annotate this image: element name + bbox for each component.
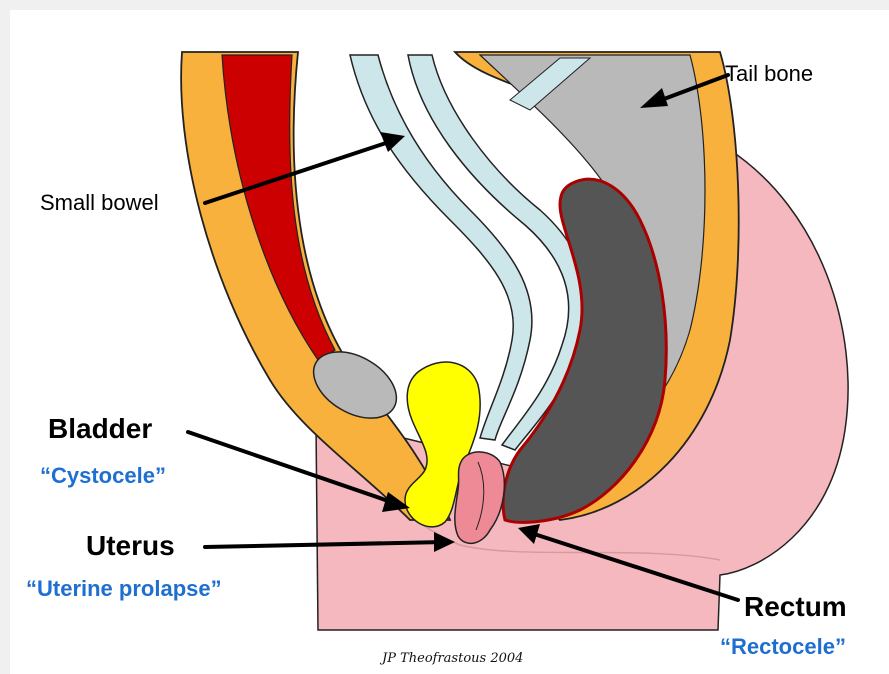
label-cystocele: “Cystocele” — [40, 465, 166, 487]
label-uterus: Uterus — [86, 532, 175, 560]
diagram-frame: Tail bone Small bowel Bladder “Cystocele… — [10, 10, 889, 674]
label-small-bowel: Small bowel — [40, 192, 159, 214]
label-rectocele: “Rectocele” — [720, 636, 846, 658]
label-rectum: Rectum — [744, 593, 847, 621]
signature-credit: JP Theofrastous 2004 — [382, 652, 523, 665]
label-uterine-prolapse: “Uterine prolapse” — [26, 578, 222, 600]
label-bladder: Bladder — [48, 415, 152, 443]
pelvic-anatomy-illustration — [10, 10, 889, 674]
label-tail-bone: Tail bone — [725, 63, 813, 85]
